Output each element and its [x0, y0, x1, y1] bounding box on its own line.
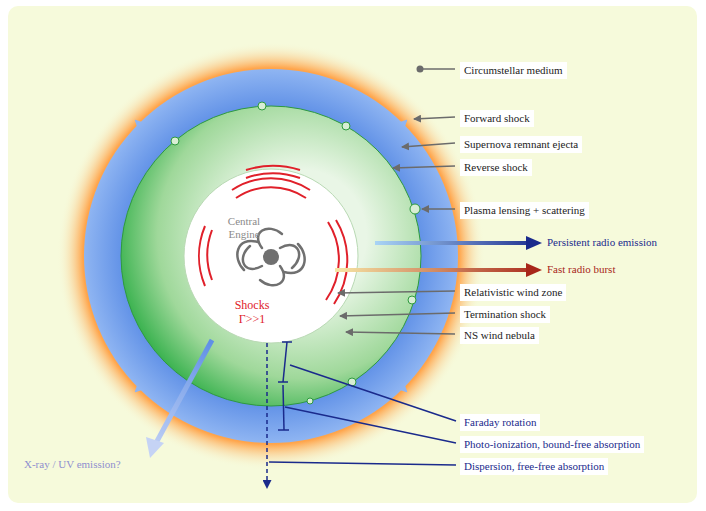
relativistic-wind-zone [184, 169, 358, 343]
engine-label: Central Engine [218, 215, 270, 241]
leader-arrows [338, 66, 455, 335]
wind-nebula [121, 106, 421, 406]
background-panel [8, 6, 697, 503]
region-label: Circumstellar medium [460, 62, 567, 79]
region-label: Termination shock [460, 306, 550, 323]
region-label: Plasma lensing + scattering [460, 202, 589, 219]
region-label: Forward shock [460, 110, 534, 127]
circumstellar-halo [57, 42, 485, 470]
emission-arrows [146, 236, 542, 458]
path-brackets [267, 342, 456, 488]
emission-label: X-ray / UV emission? [24, 458, 121, 471]
effect-label: Dispersion, free-free absorption [460, 458, 608, 475]
internal-shocks [199, 166, 347, 304]
effect-label: Faraday rotation [460, 414, 540, 431]
central-engine-core [263, 249, 279, 265]
region-label: NS wind nebula [460, 327, 539, 344]
forward-shock-shell [84, 69, 458, 443]
region-label: Relativistic wind zone [460, 284, 566, 301]
emission-label: Persistent radio emission [547, 236, 657, 249]
region-label: Supernova remnant ejecta [460, 136, 582, 153]
effect-label: Photo-ionization, bound-free absorption [460, 436, 644, 453]
lensing-notches [171, 102, 420, 404]
region-label: Reverse shock [460, 159, 532, 176]
shock-label: Shocks Γ>>1 [230, 298, 274, 326]
emission-label: Fast radio burst [547, 263, 615, 276]
